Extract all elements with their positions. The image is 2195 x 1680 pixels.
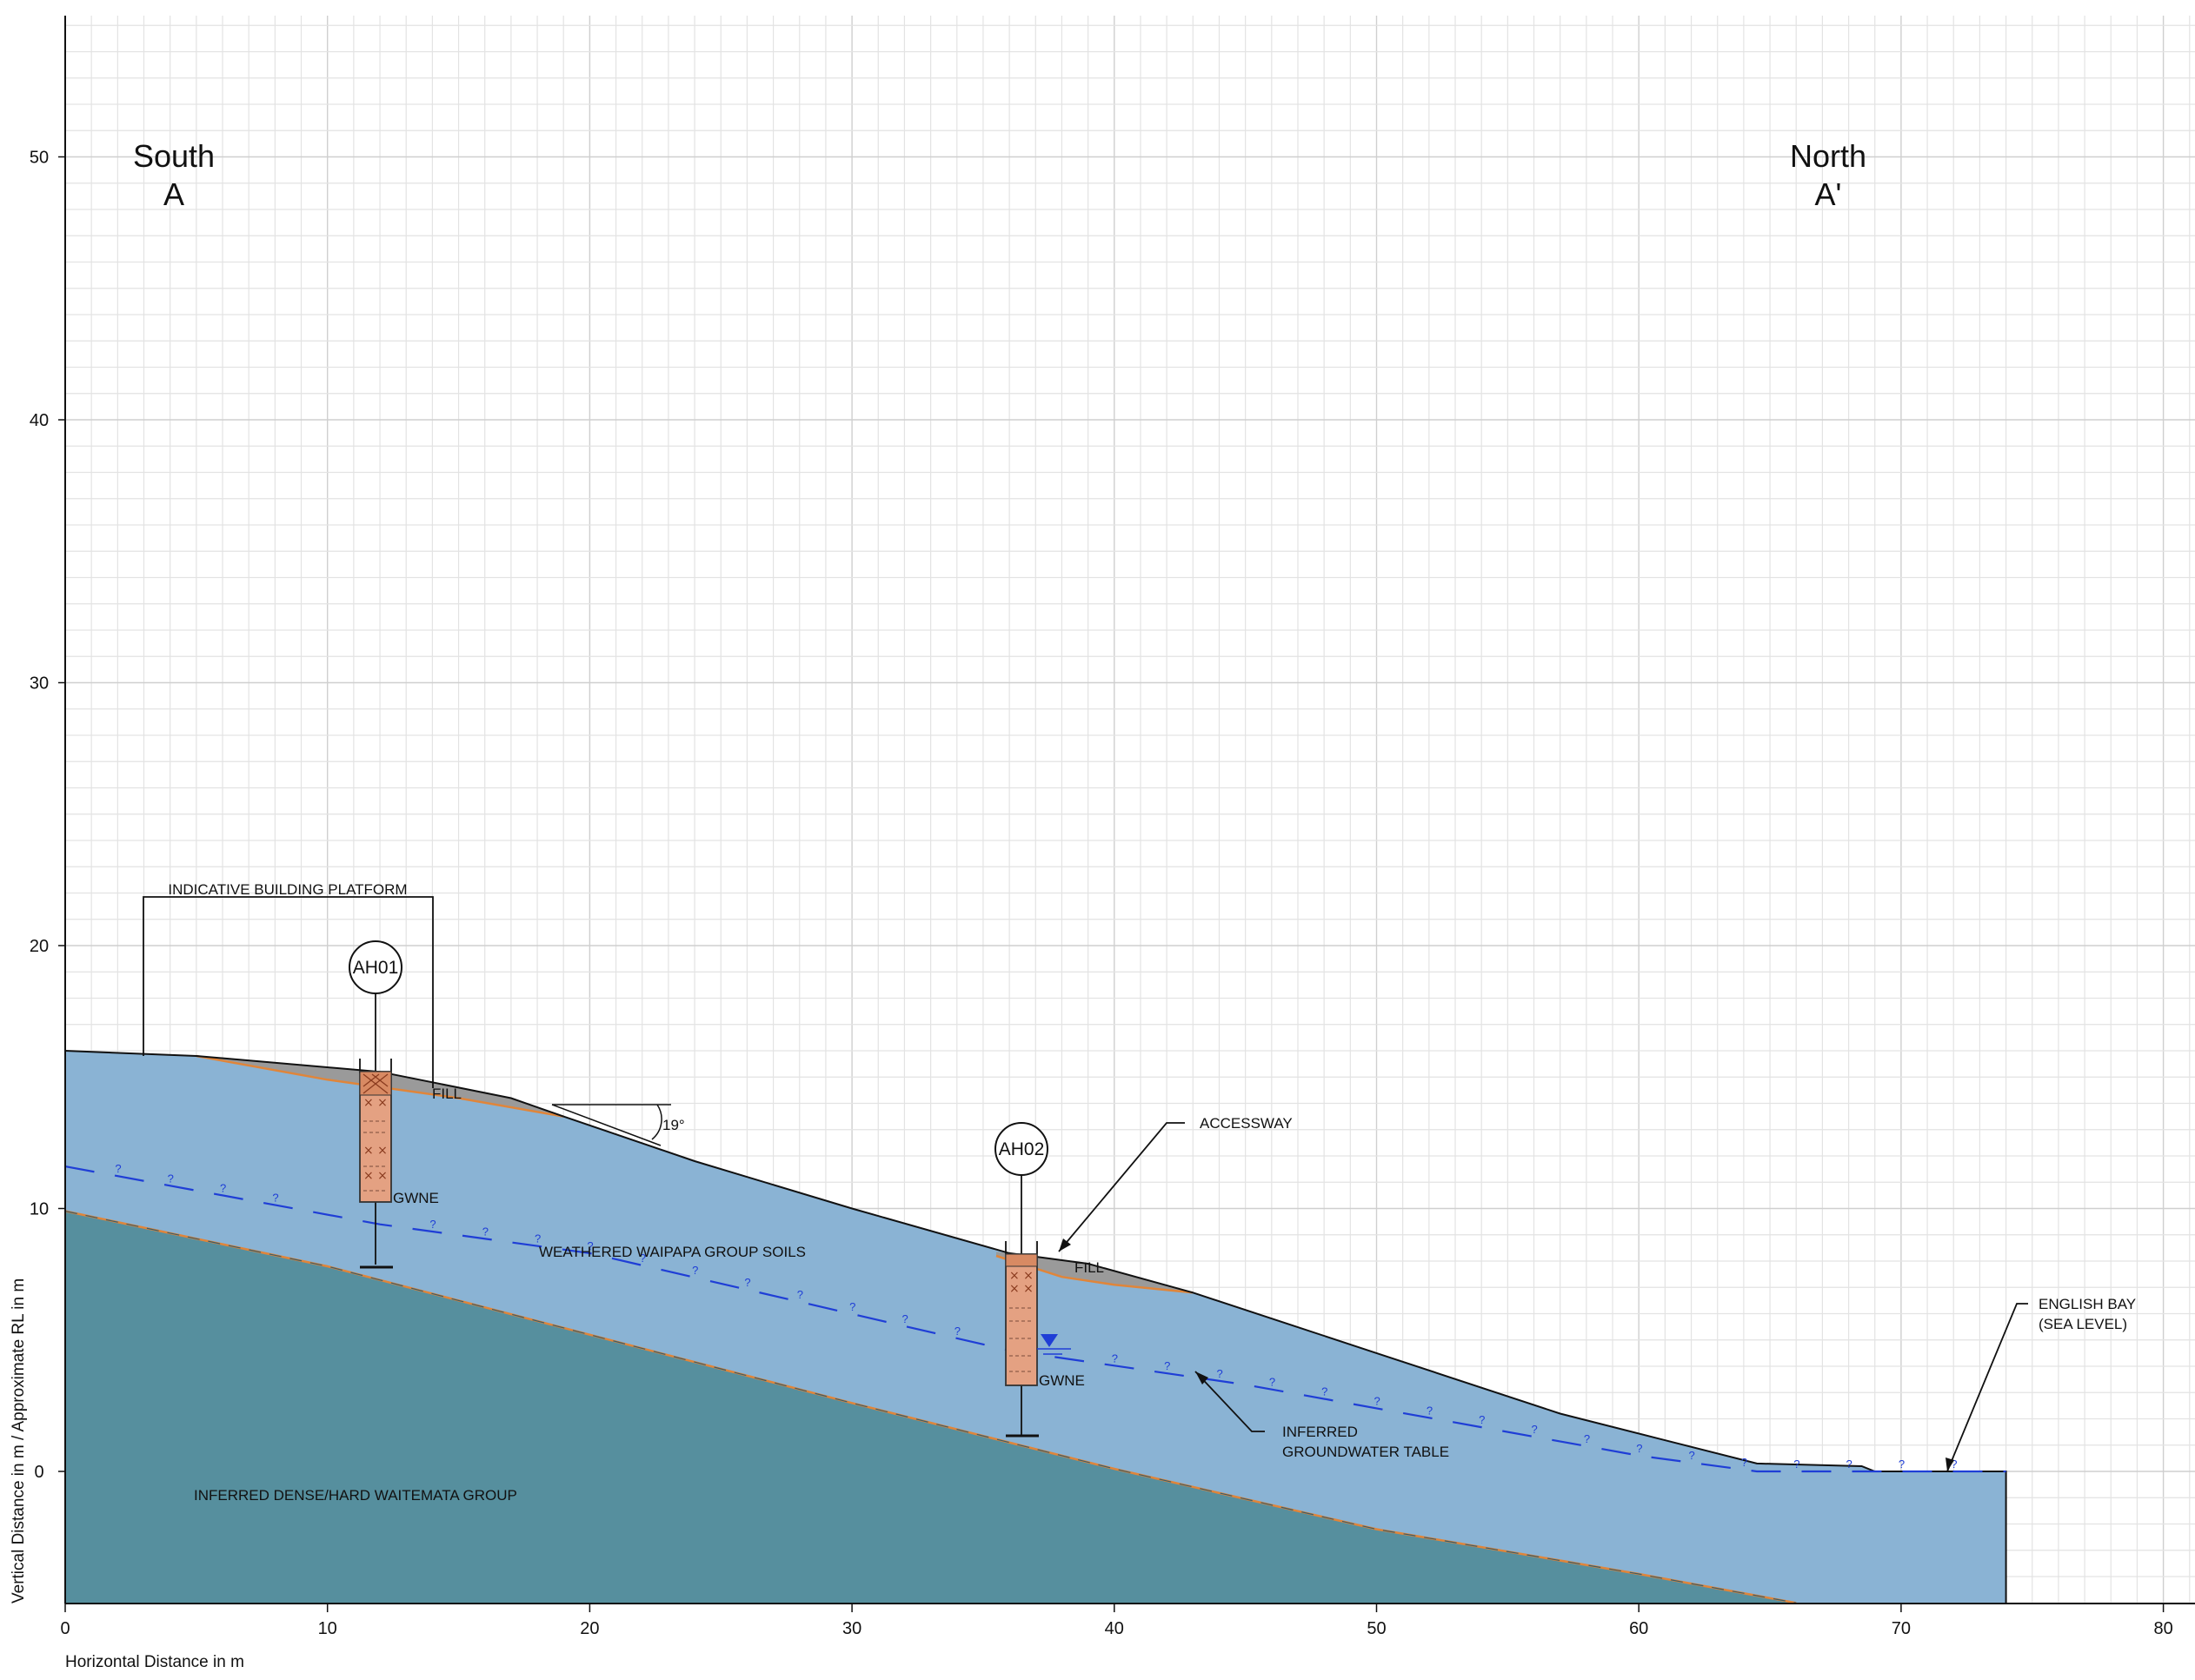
groundwater-query-mark: ? bbox=[1374, 1394, 1380, 1407]
groundwater-query-mark: ? bbox=[1636, 1442, 1642, 1455]
svg-text:× ×: × × bbox=[363, 1096, 388, 1110]
x-tick-label: 10 bbox=[318, 1619, 337, 1638]
x-tick-label: 20 bbox=[580, 1619, 599, 1638]
y-tick-label: 30 bbox=[30, 674, 49, 694]
groundwater-query-mark: ? bbox=[535, 1232, 541, 1245]
borehole-ah01[interactable]: AH01 × × × × × × bbox=[349, 940, 402, 1269]
groundwater-leader bbox=[1194, 1371, 1265, 1432]
groundwater-query-mark: ? bbox=[1793, 1458, 1799, 1471]
groundwater-query-mark: ? bbox=[429, 1218, 436, 1231]
y-tick-label: 10 bbox=[30, 1200, 49, 1219]
groundwater-query-mark: ? bbox=[1951, 1458, 1957, 1471]
borehole-ah02-water-note: GWNE bbox=[1039, 1372, 1085, 1389]
fill-label-ah02: FILL bbox=[1074, 1259, 1104, 1276]
groundwater-label-line2: GROUNDWATER TABLE bbox=[1282, 1444, 1449, 1460]
fill-wedge-ah02 bbox=[996, 1252, 1194, 1293]
svg-text:× ×: × × bbox=[1009, 1269, 1034, 1283]
groundwater-arrowhead bbox=[1195, 1371, 1208, 1385]
x-tick-label: 60 bbox=[1629, 1619, 1648, 1638]
ground-surface-line bbox=[64, 1050, 2007, 1604]
y-tick-label: 40 bbox=[30, 411, 49, 430]
x-tick-label: 0 bbox=[60, 1619, 70, 1638]
fill-base-line-ah01 bbox=[196, 1054, 564, 1118]
groundwater-query-mark: ? bbox=[1479, 1413, 1485, 1426]
groundwater-query-mark: ? bbox=[168, 1172, 174, 1185]
groundwater-query-mark: ? bbox=[1269, 1376, 1275, 1389]
x-axis-title: Horizontal Distance in m bbox=[65, 1653, 244, 1671]
groundwater-query-mark: ? bbox=[797, 1288, 803, 1301]
groundwater-query-mark: ? bbox=[849, 1300, 855, 1313]
groundwater-query-mark: ? bbox=[1216, 1367, 1222, 1380]
groundwater-query-mark: ? bbox=[954, 1325, 961, 1338]
groundwater-query-mark: ? bbox=[1427, 1404, 1433, 1417]
north-direction-label: North bbox=[1790, 138, 1866, 174]
y-tick-label: 50 bbox=[30, 149, 49, 168]
groundwater-query-mark: ? bbox=[1741, 1456, 1747, 1469]
groundwater-query-mark: ? bbox=[1846, 1458, 1852, 1471]
english-bay-leader bbox=[1946, 1303, 2028, 1472]
groundwater-label-line1: INFERRED bbox=[1282, 1424, 1358, 1440]
groundwater-query-mark: ? bbox=[1321, 1385, 1327, 1398]
accessway-leader bbox=[1058, 1122, 1185, 1252]
slope-angle-label: 19° bbox=[662, 1117, 685, 1133]
x-tick-label: 30 bbox=[842, 1619, 861, 1638]
groundwater-query-mark: ? bbox=[220, 1181, 226, 1194]
groundwater-query-mark: ? bbox=[744, 1276, 750, 1289]
groundwater-query-mark: ? bbox=[692, 1264, 698, 1277]
groundwater-query-mark: ? bbox=[115, 1162, 121, 1175]
x-tick-label: 50 bbox=[1367, 1619, 1386, 1638]
groundwater-query-mark: ? bbox=[272, 1191, 278, 1204]
section-a-label: A bbox=[163, 176, 184, 212]
groundwater-query-mark: ? bbox=[1164, 1359, 1170, 1372]
y-tick-label: 0 bbox=[34, 1463, 43, 1482]
building-platform-label: INDICATIVE BUILDING PLATFORM bbox=[168, 881, 407, 898]
waitemata-contact-dash bbox=[64, 1210, 1797, 1604]
groundwater-query-mark: ? bbox=[1689, 1449, 1695, 1462]
waitemata-label: INFERRED DENSE/HARD WAITEMATA GROUP bbox=[194, 1487, 517, 1504]
fill-label-ah01: FILL bbox=[432, 1086, 462, 1102]
section-a-prime-label: A' bbox=[1815, 176, 1842, 212]
y-tick-label: 20 bbox=[30, 937, 49, 956]
english-bay-label-line1: ENGLISH BAY bbox=[2039, 1296, 2136, 1312]
y-axis-title: Vertical Distance in m / Approximate RL … bbox=[10, 1278, 28, 1604]
x-tick-label: 40 bbox=[1105, 1619, 1124, 1638]
svg-text:× ×: × × bbox=[363, 1169, 388, 1183]
x-tick-label: 80 bbox=[2153, 1619, 2172, 1638]
english-bay-label-line2: (SEA LEVEL) bbox=[2039, 1316, 2127, 1332]
slope-angle-marker bbox=[551, 1104, 671, 1146]
x-tick-label: 70 bbox=[1892, 1619, 1911, 1638]
tick-labels: 0 10 20 30 40 50 60 70 80 0 10 20 30 40 50 bbox=[30, 149, 2173, 1639]
groundwater-query-mark: ? bbox=[901, 1312, 908, 1325]
svg-text:× ×: × × bbox=[363, 1144, 388, 1158]
groundwater-query-mark: ? bbox=[640, 1252, 646, 1265]
groundwater-query-mark: ? bbox=[1584, 1432, 1590, 1445]
english-bay-arrowhead bbox=[1946, 1458, 1954, 1471]
borehole-ah02[interactable]: AH02 × × × × bbox=[994, 1122, 1071, 1438]
groundwater-query-mark: ? bbox=[1112, 1351, 1118, 1365]
accessway-arrowhead bbox=[1059, 1238, 1071, 1252]
waitemata-unit bbox=[65, 1211, 1797, 1604]
water-strike-icon bbox=[1041, 1334, 1058, 1347]
groundwater-query-mark: ? bbox=[1532, 1423, 1538, 1436]
building-platform-bracket bbox=[143, 896, 434, 1088]
borehole-ah01-water-note: GWNE bbox=[393, 1190, 439, 1206]
groundwater-query-mark: ? bbox=[1899, 1458, 1905, 1471]
borehole-ah01-id: AH01 bbox=[353, 958, 399, 978]
south-direction-label: South bbox=[133, 138, 215, 174]
groundwater-query-mark: ? bbox=[482, 1225, 489, 1238]
groundwater-table-line bbox=[64, 1165, 2006, 1473]
groundwater-query-mark: ? bbox=[587, 1239, 593, 1252]
accessway-label: ACCESSWAY bbox=[1200, 1115, 1293, 1132]
svg-text:× ×: × × bbox=[1009, 1282, 1034, 1296]
weathered-soils-label: WEATHERED WAIPAPA GROUP SOILS bbox=[539, 1244, 806, 1260]
borehole-ah02-id: AH02 bbox=[999, 1139, 1045, 1159]
